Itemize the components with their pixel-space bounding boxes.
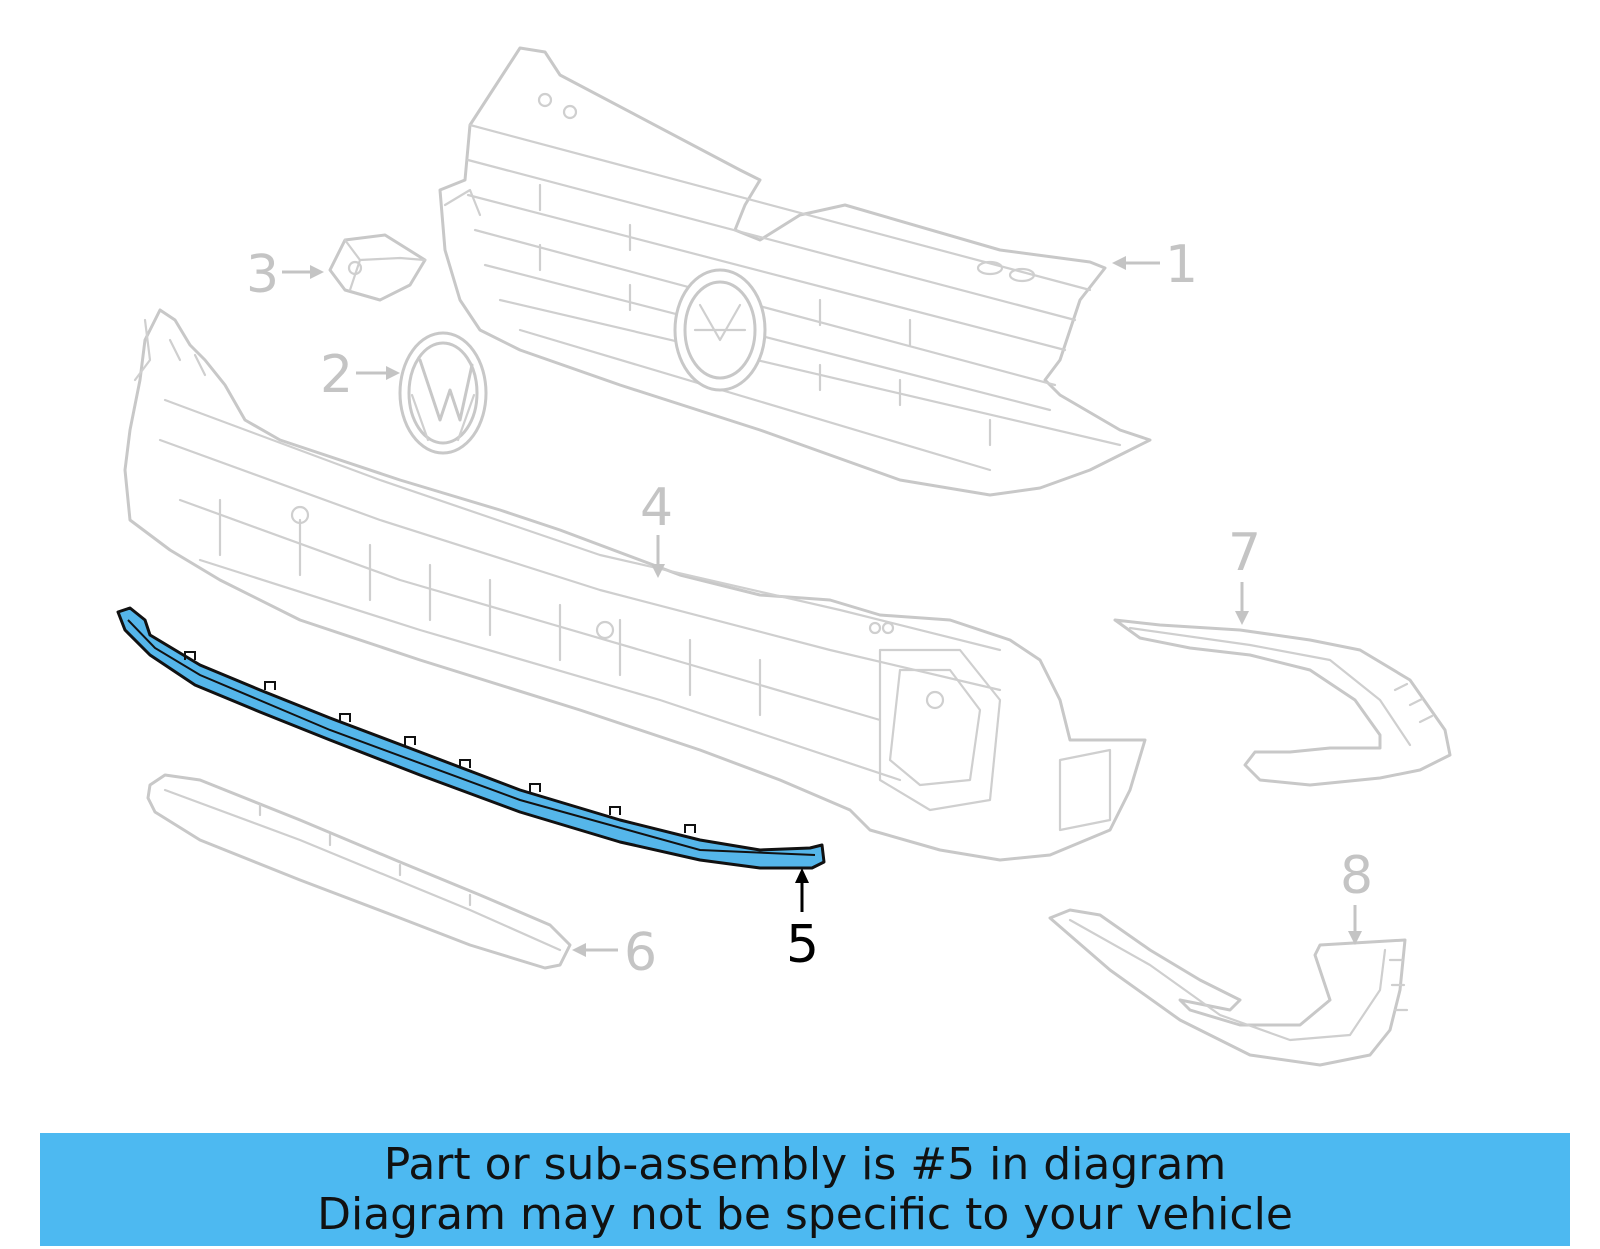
banner-line-part-number: Part or sub-assembly is #5 in diagram [383,1138,1227,1190]
callout-label: 7 [1228,523,1261,583]
callout-8: 8 [1340,846,1373,945]
part-8-corner-trim [1048,908,1409,1067]
callout-6: 6 [572,923,657,983]
callout-5: 5 [786,868,819,975]
callout-label: 3 [246,245,279,305]
part-7-fog-trim [1113,618,1452,787]
part-5-lower-molding [116,606,826,870]
part-1-upper-grille [438,46,1152,497]
callout-3: 3 [246,245,324,305]
callout-label: 4 [640,478,673,538]
callout-2: 2 [320,345,400,405]
callout-label: 8 [1340,846,1373,906]
callout-label: 2 [320,345,353,405]
info-banner: Part or sub-assembly is #5 in diagram Di… [40,1133,1570,1246]
part-2-emblem [398,331,488,455]
part-4-bumper-assembly [123,308,1147,862]
callout-1: 1 [1112,235,1198,295]
part-6-lower-trim [146,773,572,970]
parts-diagram: 1 2 3 4 5 6 7 8 [116,46,1452,1067]
banner-line-disclaimer: Diagram may not be specific to your vehi… [317,1188,1293,1240]
callout-label: 6 [624,923,657,983]
callout-4: 4 [640,478,673,578]
callout-label: 5 [786,915,819,975]
part-3-bracket [328,233,427,302]
callout-label: 1 [1165,235,1198,295]
callout-7: 7 [1228,523,1261,625]
